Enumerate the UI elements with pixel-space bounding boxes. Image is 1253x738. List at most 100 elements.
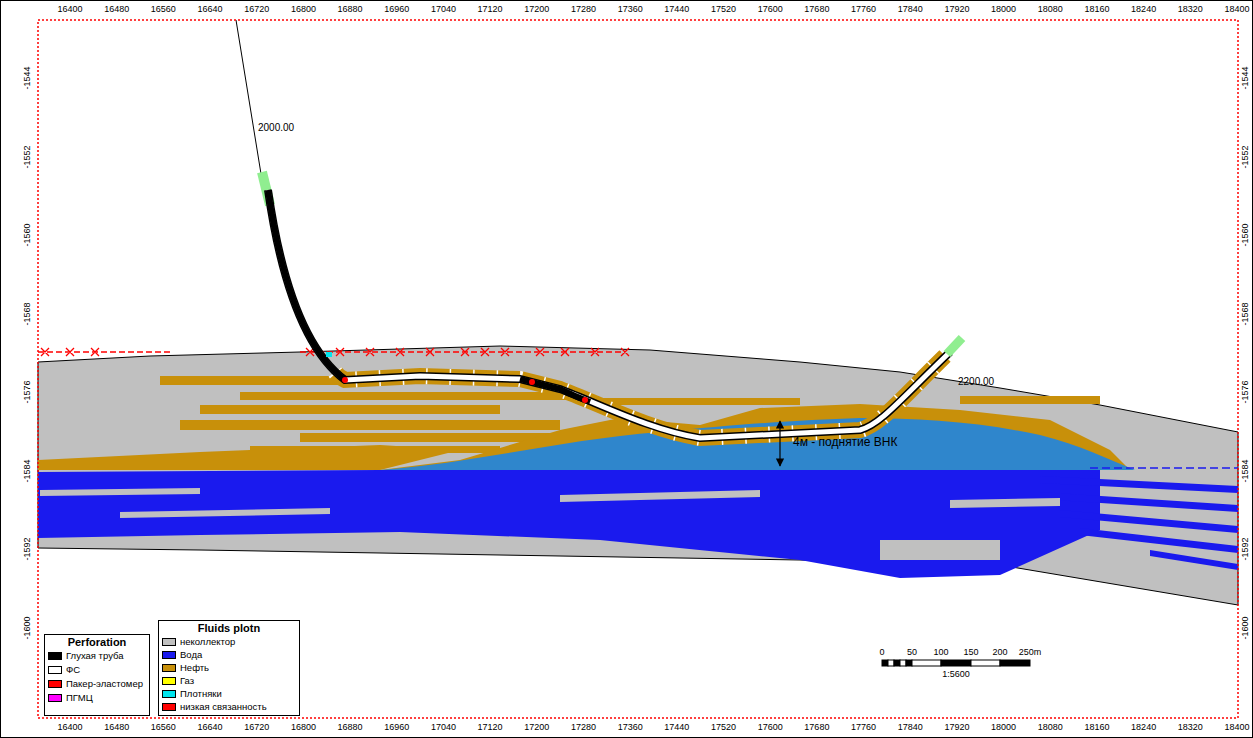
axis-tick-label: -1560 xyxy=(22,223,32,246)
axis-tick-label: 16960 xyxy=(384,722,409,732)
axis-tick-label: 17600 xyxy=(758,722,783,732)
axis-tick-label: 17120 xyxy=(478,4,503,14)
axis-tick-label: 16400 xyxy=(57,4,82,14)
legend-swatch xyxy=(162,638,176,646)
axis-tick-label: -1552 xyxy=(1240,145,1250,168)
axis-tick-label: -1584 xyxy=(1240,459,1250,482)
axis-tick-label: -1600 xyxy=(1240,616,1250,639)
axis-tick-label: 17600 xyxy=(758,4,783,14)
legend-entry: Пакер-эластомер xyxy=(48,679,143,690)
axis-tick-label: 18000 xyxy=(991,4,1016,14)
axis-tick-label: 16400 xyxy=(57,722,82,732)
axis-tick-label: 17520 xyxy=(711,722,736,732)
axis-tick-label: 17200 xyxy=(524,722,549,732)
top-marker-line xyxy=(38,348,629,356)
well-trajectory xyxy=(236,20,962,438)
water-zone xyxy=(38,468,1238,578)
axis-tick-label: 17280 xyxy=(571,4,596,14)
legend-text: Газ xyxy=(180,675,194,686)
legend-text: неколлектор xyxy=(180,636,235,647)
axis-tick-label: 16640 xyxy=(198,4,223,14)
legend-swatch xyxy=(48,694,62,702)
axis-tick-label: 17840 xyxy=(898,4,923,14)
axis-tick-label: 18320 xyxy=(1178,722,1203,732)
axis-tick-label: 16560 xyxy=(151,4,176,14)
legend-text: низкая связанность xyxy=(180,701,267,712)
scale-label: 100 xyxy=(933,647,948,657)
axis-tick-label: 17360 xyxy=(618,4,643,14)
axis-tick-label: -1576 xyxy=(1240,380,1250,403)
scale-label: 250m xyxy=(1019,647,1042,657)
axis-tick-label: -1600 xyxy=(22,616,32,639)
axis-tick-label: 17040 xyxy=(431,722,456,732)
axis-tick-label: 18000 xyxy=(991,722,1016,732)
legend-entry: ФС xyxy=(48,665,80,676)
annotation: 4м - поднятие ВНК xyxy=(793,436,898,450)
axis-tick-label: -1560 xyxy=(1240,223,1250,246)
axis-tick-label: 16800 xyxy=(291,722,316,732)
legend-text: ФС xyxy=(66,664,80,675)
axis-tick-label: 18400 xyxy=(1224,722,1249,732)
axis-tick-label: 17440 xyxy=(664,4,689,14)
axis-tick-label: 17760 xyxy=(851,722,876,732)
axis-tick-label: -1544 xyxy=(22,66,32,89)
axis-tick-label: 17040 xyxy=(431,4,456,14)
legend-entry: неколлектор xyxy=(162,637,235,648)
scale-label: 0 xyxy=(879,647,884,657)
legend-entry: Вода xyxy=(162,650,202,661)
axis-tick-label: 16880 xyxy=(338,4,363,14)
scale-label: 50 xyxy=(907,647,917,657)
axis-tick-label: 17440 xyxy=(664,722,689,732)
axis-tick-label: 18080 xyxy=(1038,4,1063,14)
axis-tick-label: -1576 xyxy=(22,380,32,403)
axis-tick-label: 17120 xyxy=(478,722,503,732)
legend-entry: Газ xyxy=(162,676,194,687)
legend-entry: ПГМЦ xyxy=(48,693,93,704)
axis-tick-label: -1544 xyxy=(1240,66,1250,89)
axis-tick-label: 17280 xyxy=(571,722,596,732)
legend-text: ПГМЦ xyxy=(66,692,93,703)
scale-label: 150 xyxy=(963,647,978,657)
axis-tick-label: 17520 xyxy=(711,4,736,14)
axis-tick-label: 18080 xyxy=(1038,722,1063,732)
axis-tick-label: -1592 xyxy=(22,537,32,560)
plot-frame xyxy=(38,20,1238,718)
legend-text: Нефть xyxy=(180,662,209,673)
legend-entry: Нефть xyxy=(162,663,209,674)
depth-label: 2000.00 xyxy=(258,122,294,134)
axis-tick-label: 17680 xyxy=(804,4,829,14)
woc-line xyxy=(1090,467,1238,469)
axis-tick-label: -1592 xyxy=(1240,537,1250,560)
axis-tick-label: 18240 xyxy=(1131,4,1156,14)
legend-entry: Глухая труба xyxy=(48,651,124,662)
legend-title: Perforation xyxy=(68,636,127,649)
axis-tick-label: -1552 xyxy=(22,145,32,168)
axis-tick-label: 17920 xyxy=(944,722,969,732)
axis-tick-label: 18400 xyxy=(1224,4,1249,14)
legend-swatch xyxy=(162,677,176,685)
reservoir-body xyxy=(38,346,1238,605)
legend-swatch xyxy=(48,652,62,660)
axis-tick-label: 17760 xyxy=(851,4,876,14)
axis-tick-label: 16480 xyxy=(104,722,129,732)
scale-label: 1:5600 xyxy=(942,669,970,679)
legend-swatch xyxy=(162,690,176,698)
axis-tick-label: -1568 xyxy=(1240,302,1250,325)
axis-tick-label: 16480 xyxy=(104,4,129,14)
axis-tick-label: 16960 xyxy=(384,4,409,14)
axis-tick-label: 18160 xyxy=(1084,4,1109,14)
raised-contact-zone xyxy=(380,418,1135,470)
axis-tick-label: -1568 xyxy=(22,302,32,325)
legend-text: Глухая труба xyxy=(66,650,124,661)
scale-label: 200 xyxy=(992,647,1007,657)
axis-tick-label: 17360 xyxy=(618,722,643,732)
legend-text: Вода xyxy=(180,649,202,660)
legend-swatch xyxy=(48,666,62,674)
axis-tick-label: 16720 xyxy=(244,4,269,14)
legend-entry: низкая связанность xyxy=(162,702,267,713)
axis-tick-label: 17920 xyxy=(944,4,969,14)
nonreservoir-lenses xyxy=(40,488,1060,560)
axis-tick-label: 16880 xyxy=(338,722,363,732)
legend-text: Пакер-эластомер xyxy=(66,678,143,689)
